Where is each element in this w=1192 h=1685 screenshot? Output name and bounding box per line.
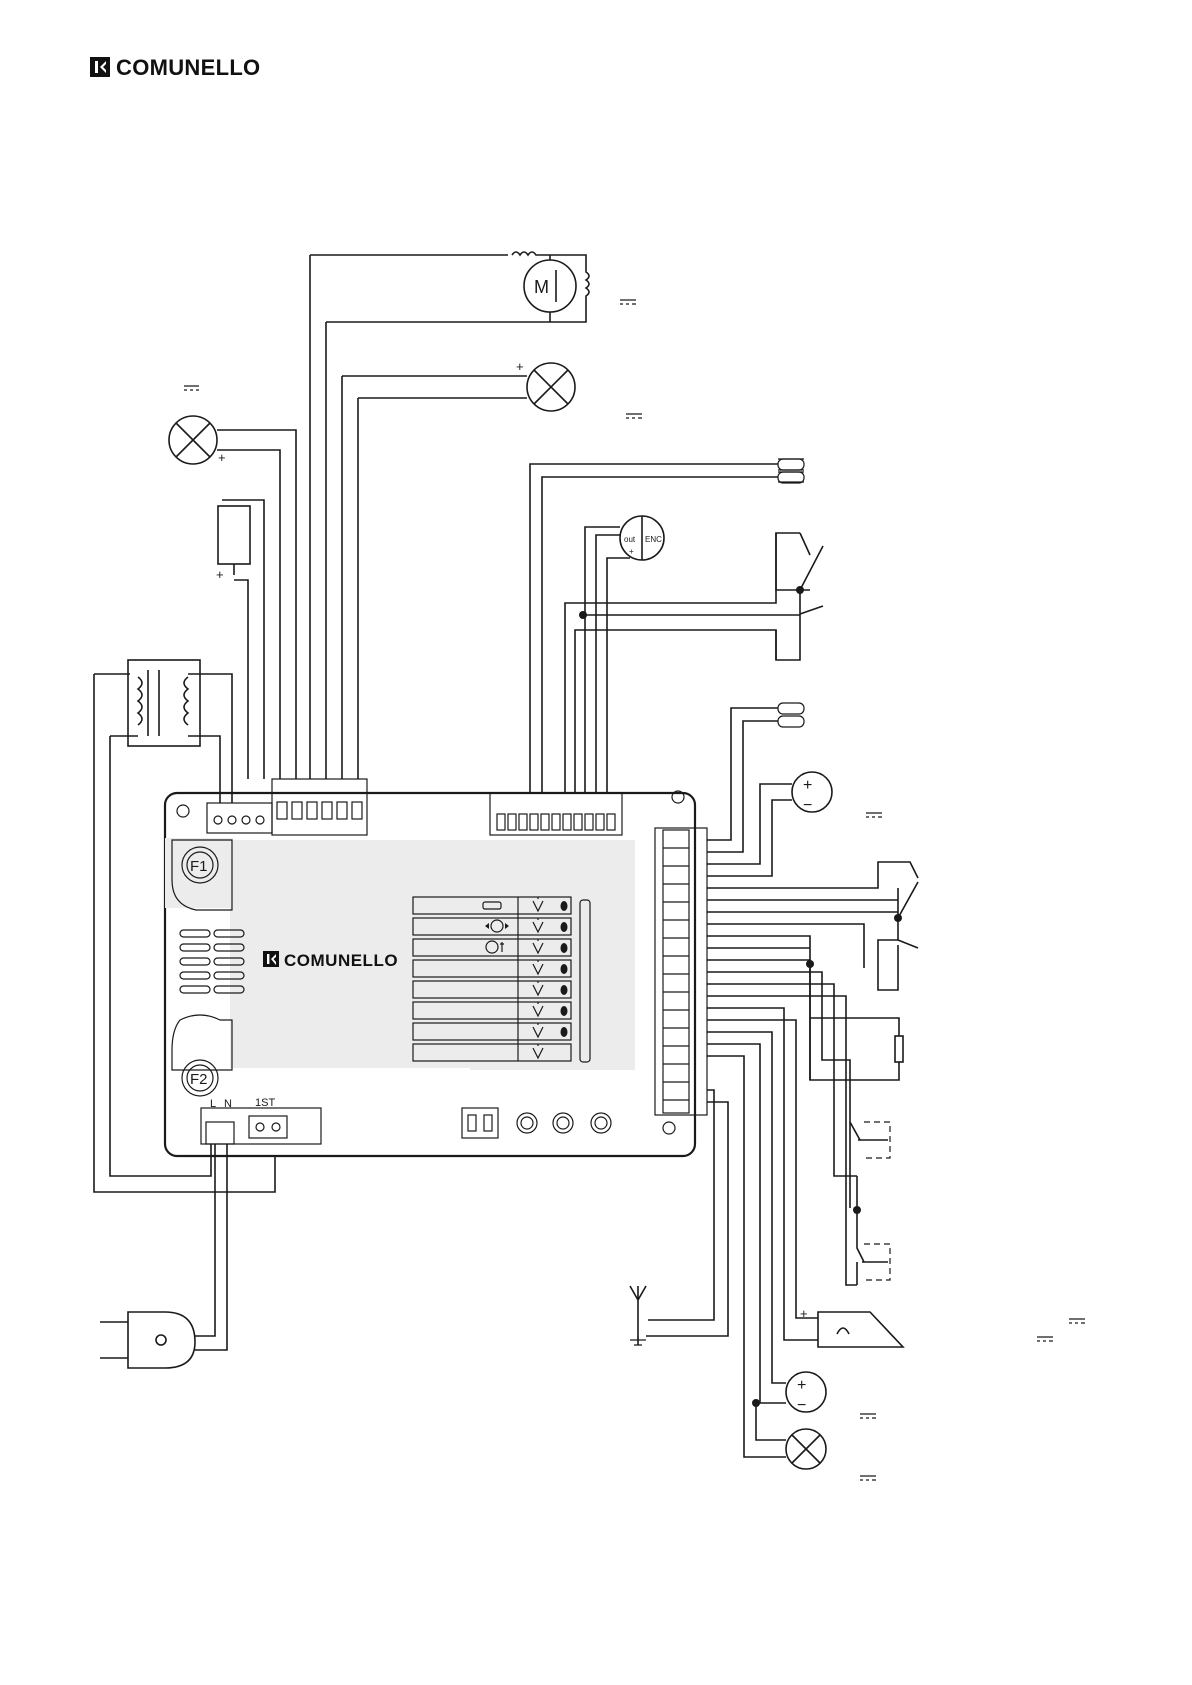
lamp-plus-label: + — [516, 359, 524, 374]
dc-supply-right: + − — [707, 772, 882, 876]
dc-symbol-icon — [1037, 1337, 1053, 1341]
dc-symbol-icon — [184, 386, 199, 390]
terminal-live-label: L — [210, 1098, 216, 1110]
control-board — [165, 791, 695, 1156]
junction-dot — [894, 914, 902, 922]
encoder: out ENC + — [585, 516, 664, 793]
dc-symbol-icon — [1069, 1319, 1085, 1323]
lamp-plus-label: + — [218, 450, 226, 465]
wire-end-icon — [778, 716, 804, 727]
antenna-wires-right — [707, 703, 804, 852]
dc-symbol-icon — [626, 414, 642, 418]
wire-end-icon — [778, 459, 804, 470]
terminal-start-label: 1ST — [255, 1097, 275, 1109]
svg-text:−: − — [803, 797, 812, 814]
svg-text:+: + — [629, 547, 634, 556]
dc-symbol-icon — [860, 1476, 876, 1480]
electric-lock: + — [707, 1008, 1085, 1347]
mains-plug — [100, 1144, 227, 1368]
motor-label: M — [534, 277, 549, 297]
encoder-enc-label: ENC — [645, 535, 662, 544]
svg-text:−: − — [797, 1397, 806, 1414]
limit-switches — [565, 533, 823, 793]
dc-symbol-icon — [620, 300, 636, 304]
junction-dot — [796, 586, 804, 594]
dc-symbol-icon — [860, 1414, 876, 1418]
fuse-f1-label: F1 — [190, 858, 208, 875]
photocell-wires — [530, 459, 804, 793]
svg-text:+: + — [803, 777, 812, 794]
battery: + — [216, 500, 264, 779]
board-logo: COMUNELLO — [263, 951, 398, 970]
svg-text:+: + — [797, 1377, 806, 1394]
dc-symbol-icon — [866, 813, 882, 817]
terminal-neutral-label: N — [224, 1098, 232, 1110]
wire-end-icon — [778, 472, 804, 483]
flashing-lamp-top: + — [342, 359, 642, 779]
battery-plus-label: + — [216, 567, 224, 582]
motor: M — [310, 252, 636, 779]
wire-end-icon — [778, 703, 804, 714]
fuse-f2-label: F2 — [190, 1071, 208, 1088]
board-logo-text: COMUNELLO — [284, 951, 398, 970]
encoder-out-label: out — [624, 535, 636, 544]
stop-switches — [707, 862, 918, 990]
